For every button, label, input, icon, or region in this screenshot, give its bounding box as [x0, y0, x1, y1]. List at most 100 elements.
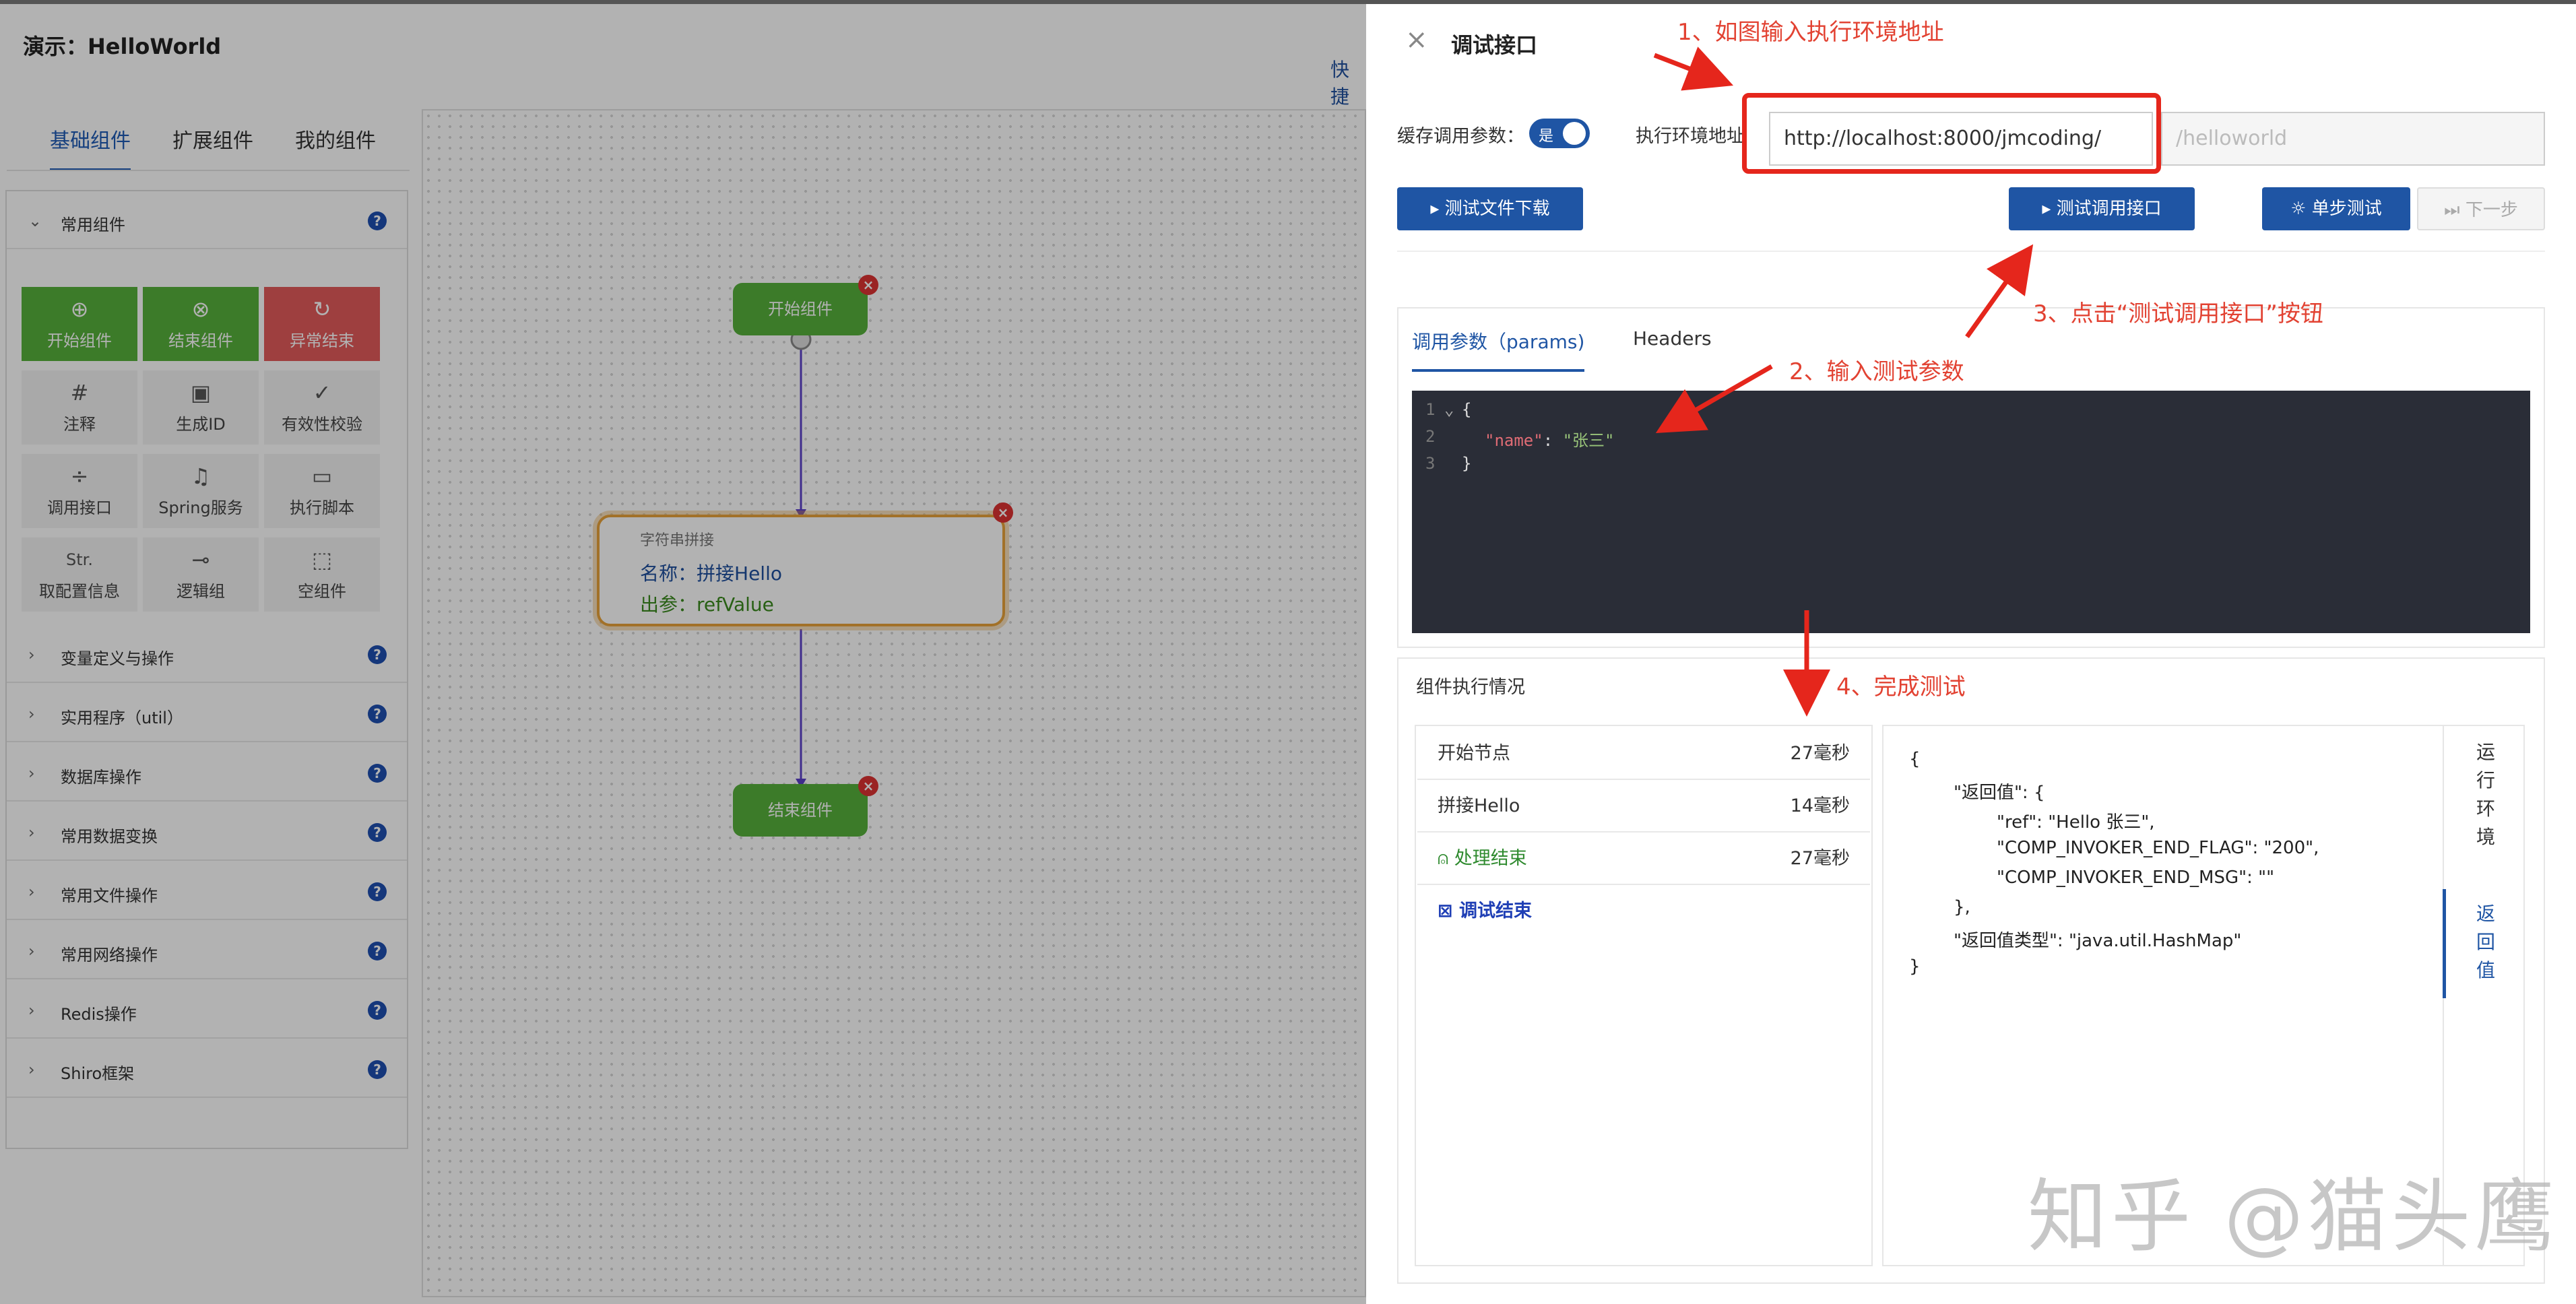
delete-node-icon[interactable]: ×: [858, 275, 878, 295]
tab-mine[interactable]: 我的组件: [295, 129, 376, 153]
string-icon: Str.: [66, 550, 93, 569]
close-icon[interactable]: ×: [1405, 24, 1428, 55]
category-item[interactable]: ›实用程序（util）?: [7, 684, 407, 742]
component-3[interactable]: #注释: [22, 370, 137, 445]
test-invoke-button[interactable]: ▸ 测试调用接口: [2009, 187, 2195, 230]
delete-node-icon[interactable]: ×: [993, 502, 1013, 523]
tab-return-value[interactable]: 返 回 值: [2472, 900, 2499, 985]
params-code-editor[interactable]: 1 2 3 ⌄ { "name": "张三" }: [1412, 391, 2530, 633]
help-icon[interactable]: ?: [368, 764, 387, 783]
category-item[interactable]: ›数据库操作?: [7, 744, 407, 802]
help-icon[interactable]: ?: [368, 645, 387, 664]
component-2[interactable]: ↻异常结束: [264, 287, 380, 361]
flow-editor: 演示：HelloWorld 快捷 基础组件 扩展组件 我的组件 ⌄ 常用组件 ?…: [0, 4, 1366, 1304]
component-4[interactable]: ▣生成ID: [143, 370, 259, 445]
exec-list: [1415, 725, 1873, 1266]
bug-icon: ☼: [2290, 199, 2312, 219]
component-label: 有效性校验: [282, 415, 362, 434]
next-step-label: 下一步: [2465, 200, 2518, 220]
exec-row-time: 14毫秒: [1790, 795, 1850, 816]
category-label: 常用网络操作: [61, 946, 158, 965]
help-icon[interactable]: ?: [368, 942, 387, 960]
category-item[interactable]: › Redis操作?: [7, 981, 407, 1039]
exec-row-name: ⍝ 处理结束: [1438, 833, 1527, 885]
help-icon[interactable]: ?: [368, 823, 387, 842]
category-item[interactable]: ›Shiro框架?: [7, 1040, 407, 1098]
tab-headers[interactable]: Headers: [1633, 327, 1712, 350]
category-item[interactable]: ›常用文件操作?: [7, 862, 407, 920]
category-item[interactable]: ›变量定义与操作?: [7, 625, 407, 683]
drawer-title: 调试接口: [1451, 32, 1538, 58]
result-line: "ref": "Hello 张三",: [1997, 812, 2155, 833]
help-icon[interactable]: ?: [368, 705, 387, 723]
help-icon[interactable]: ?: [368, 1001, 387, 1020]
code-brace: {: [1462, 400, 1472, 419]
component-8[interactable]: ▭ 执行脚本: [264, 454, 380, 528]
exec-row-time: 27毫秒: [1790, 743, 1850, 764]
exec-row[interactable]: ⊠ 调试结束: [1417, 885, 1870, 938]
component-7[interactable]: ♫Spring服务: [143, 454, 259, 528]
tabs-divider: [7, 170, 410, 171]
chevron-right-icon: ›: [28, 1001, 35, 1020]
flow-edges: [790, 329, 812, 788]
logic-group-icon: ⊸: [191, 547, 210, 573]
empty-box-icon: ⬚: [311, 547, 333, 573]
component-6[interactable]: ÷调用接口: [22, 454, 137, 528]
exec-row-name: ⊠ 调试结束: [1438, 885, 1532, 938]
env-label: 执行环境地址: [1636, 126, 1745, 147]
step-test-button[interactable]: ☼ 单步测试: [2262, 187, 2410, 230]
window-top-bar: [0, 0, 2576, 4]
terminal-icon: ▭: [311, 463, 333, 489]
tab-params[interactable]: 调用参数（params): [1412, 327, 1585, 372]
help-icon[interactable]: ?: [368, 882, 387, 901]
fold-icon[interactable]: ⌄: [1444, 400, 1454, 419]
category-label: Redis操作: [61, 1005, 137, 1024]
highlight-box: [1742, 93, 2161, 174]
result-line: {: [1909, 749, 1921, 769]
finish-icon: ⍝: [1438, 848, 1454, 869]
help-icon[interactable]: ?: [368, 1060, 387, 1079]
next-step-button[interactable]: ⏭ 下一步: [2417, 187, 2545, 230]
end-node[interactable]: 结束组件: [733, 784, 868, 837]
play-icon: ▸: [2042, 199, 2057, 219]
help-icon[interactable]: ?: [368, 211, 387, 230]
category-common[interactable]: ⌄ 常用组件 ?: [7, 191, 407, 249]
play-icon: ▸: [1430, 199, 1445, 219]
modal-overlay[interactable]: [0, 4, 1366, 1304]
string-concat-node[interactable]: 字符串拼接 名称：拼接Hello 出参：refValue: [597, 515, 1005, 626]
divide-icon: ÷: [70, 463, 89, 489]
component-panel: ⌄ 常用组件 ? ⊕ 开始组件 ⊗结束组件↻异常结束 #注释▣生成ID✓有效性校验 ÷调…: [5, 190, 408, 1149]
tab-extended[interactable]: 扩展组件: [172, 129, 253, 153]
plus-circle-icon: ⊕: [70, 296, 89, 322]
component-11[interactable]: ⬚空组件: [264, 537, 380, 612]
watermark: 知乎 @猫头鹰: [2028, 1170, 2558, 1263]
quick-link[interactable]: 快捷: [1330, 59, 1350, 108]
page-title: 演示：HelloWorld: [23, 34, 222, 59]
start-node[interactable]: 开始组件: [733, 283, 868, 335]
tab-runtime-env[interactable]: 运 行 环 境: [2472, 738, 2499, 851]
category-item[interactable]: ›常用网络操作?: [7, 921, 407, 979]
category-label: 实用程序（util）: [61, 709, 183, 727]
download-test-button[interactable]: ▸ 测试文件下载: [1397, 187, 1583, 230]
category-item[interactable]: ›常用数据变换?: [7, 803, 407, 861]
cache-toggle[interactable]: 是: [1529, 119, 1590, 148]
chevron-right-icon: ›: [28, 882, 35, 901]
component-label: 开始组件: [47, 331, 112, 350]
component-9[interactable]: Str.取配置信息: [22, 537, 137, 612]
component-5[interactable]: ✓有效性校验: [264, 370, 380, 445]
component-10[interactable]: ⊸逻辑组: [143, 537, 259, 612]
component-label: 执行脚本: [290, 498, 354, 517]
env-url-input[interactable]: http://localhost:8000/jmcoding/: [1769, 112, 2153, 166]
code-brace: }: [1462, 454, 1472, 473]
path-input[interactable]: /helloworld: [2161, 112, 2545, 166]
flow-canvas[interactable]: [422, 109, 1366, 1297]
component-1[interactable]: ⊗结束组件: [143, 287, 259, 361]
stop-icon: ⊠: [1438, 901, 1460, 921]
component-0[interactable]: ⊕ 开始组件: [22, 287, 137, 361]
component-label: Spring服务: [158, 498, 243, 517]
delete-node-icon[interactable]: ×: [858, 776, 878, 796]
